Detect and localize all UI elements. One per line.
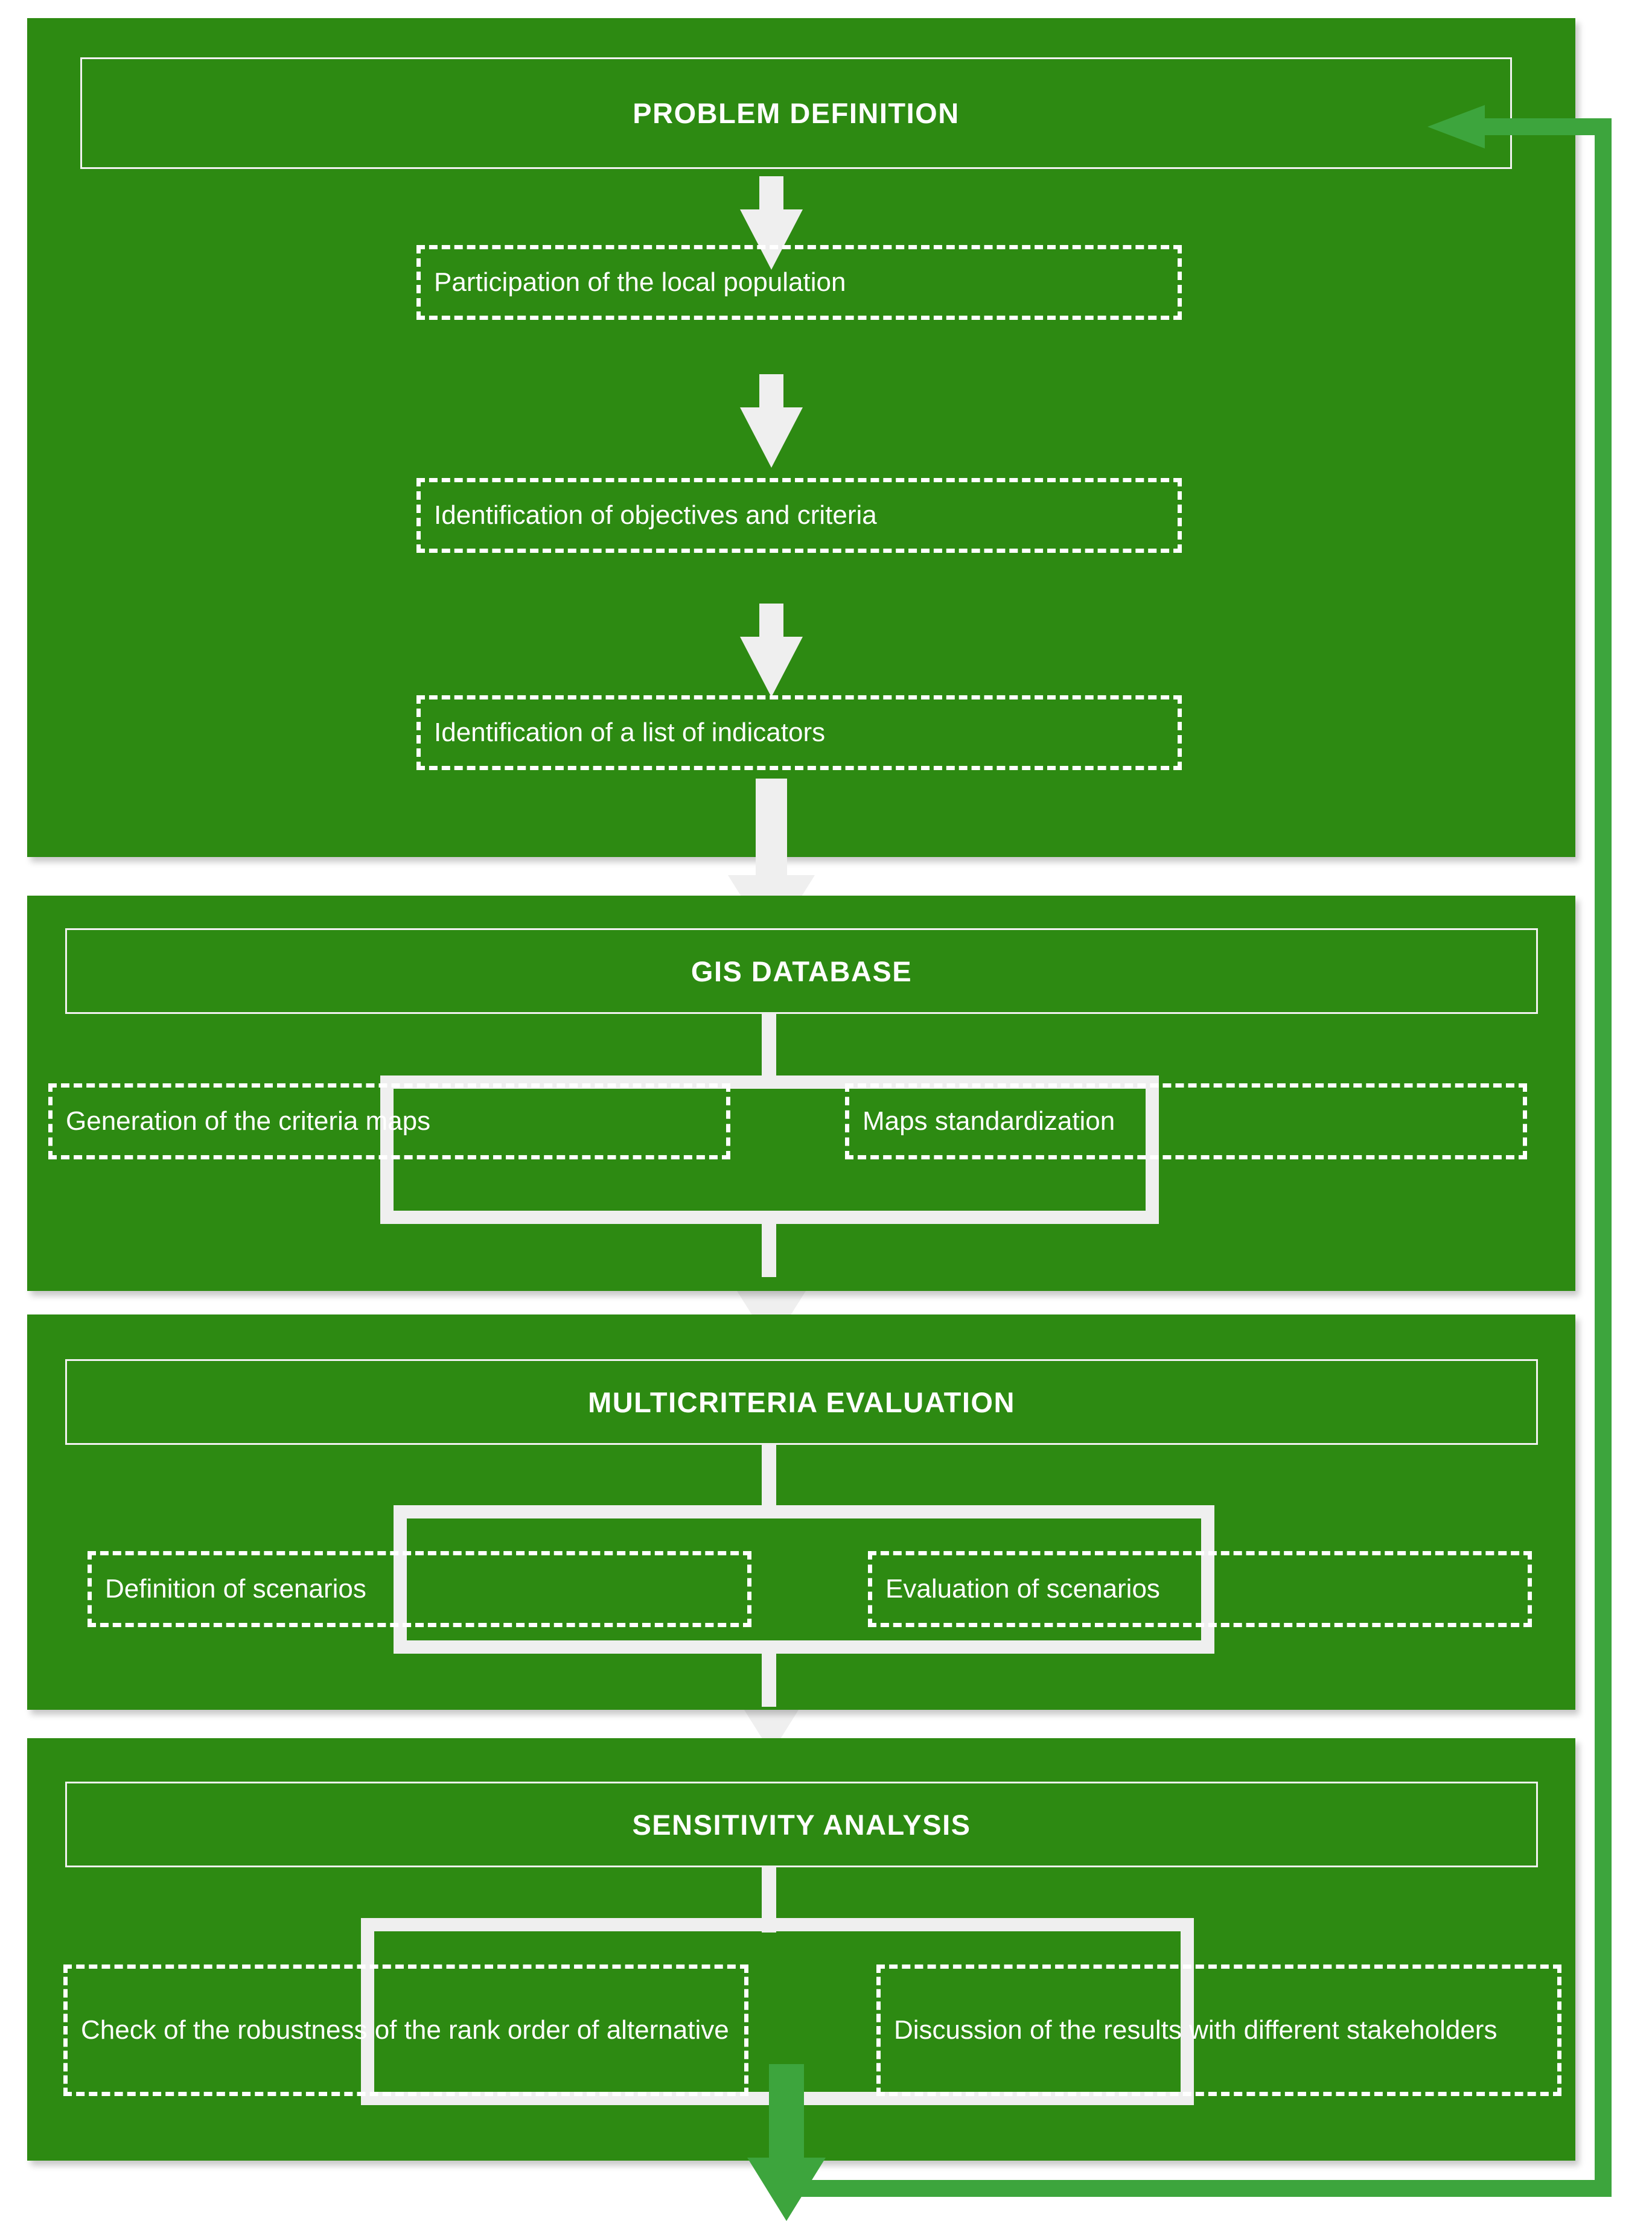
header-gis-database-label: GIS DATABASE bbox=[690, 955, 913, 987]
gis-bracket-right-down bbox=[1146, 1075, 1159, 1223]
sa-bracket-top bbox=[361, 1918, 1194, 1931]
header-multicriteria-evaluation-label: MULTICRITERIA EVALUATION bbox=[588, 1386, 1015, 1418]
header-problem-definition-label: PROBLEM DEFINITION bbox=[633, 97, 960, 129]
feedback-right-segment bbox=[1595, 118, 1612, 2197]
gis-bracket-left-down bbox=[380, 1075, 394, 1223]
mce-bracket-right-down bbox=[1201, 1505, 1214, 1653]
step-definition-scenarios: Definition of scenarios bbox=[88, 1551, 751, 1627]
mce-stem-bottom bbox=[762, 1640, 776, 1707]
mce-bracket-left-down bbox=[394, 1505, 407, 1653]
step-indicators: Identification of a list of indicators bbox=[416, 695, 1182, 770]
gis-stem-bottom bbox=[762, 1211, 776, 1277]
step-stakeholder-discussion: Discussion of the results with different… bbox=[876, 1964, 1561, 2096]
mce-bracket-bottom bbox=[394, 1640, 1214, 1654]
header-problem-definition: PROBLEM DEFINITION bbox=[80, 57, 1512, 169]
step-participation: Participation of the local population bbox=[416, 245, 1182, 320]
mce-bracket-top bbox=[394, 1505, 1214, 1518]
step-evaluation-scenarios-label: Evaluation of scenarios bbox=[885, 1574, 1160, 1604]
feedback-bottom-segment bbox=[779, 2180, 1612, 2197]
header-gis-database: GIS DATABASE bbox=[65, 928, 1538, 1014]
step-criteria-maps: Generation of the criteria maps bbox=[48, 1083, 730, 1159]
header-multicriteria-evaluation: MULTICRITERIA EVALUATION bbox=[65, 1359, 1538, 1445]
step-definition-scenarios-label: Definition of scenarios bbox=[105, 1574, 366, 1604]
mce-stem-top bbox=[762, 1444, 776, 1510]
step-objectives-criteria: Identification of objectives and criteri… bbox=[416, 478, 1182, 553]
gis-stem-top bbox=[762, 1013, 776, 1079]
step-robustness-check-label: Check of the robustness of the rank orde… bbox=[81, 2015, 729, 2045]
step-maps-standardization: Maps standardization bbox=[845, 1083, 1527, 1159]
header-sensitivity-analysis-label: SENSITIVITY ANALYSIS bbox=[632, 1808, 971, 1841]
header-sensitivity-analysis: SENSITIVITY ANALYSIS bbox=[65, 1782, 1538, 1867]
step-participation-label: Participation of the local population bbox=[434, 267, 846, 298]
step-robustness-check: Check of the robustness of the rank orde… bbox=[63, 1964, 748, 2096]
panel-gis-database bbox=[27, 896, 1575, 1291]
step-maps-standardization-label: Maps standardization bbox=[863, 1106, 1115, 1136]
step-objectives-criteria-label: Identification of objectives and criteri… bbox=[434, 500, 877, 531]
step-evaluation-scenarios: Evaluation of scenarios bbox=[868, 1551, 1532, 1627]
step-criteria-maps-label: Generation of the criteria maps bbox=[66, 1106, 431, 1136]
step-stakeholder-discussion-label: Discussion of the results with different… bbox=[894, 2015, 1497, 2045]
step-indicators-label: Identification of a list of indicators bbox=[434, 718, 826, 748]
